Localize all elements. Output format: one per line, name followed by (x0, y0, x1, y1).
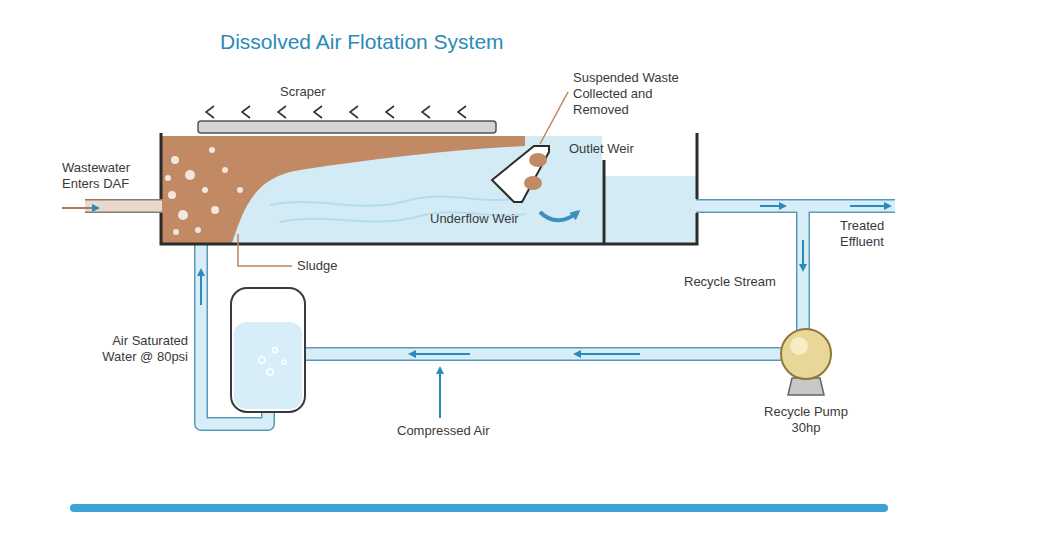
scraper-flight (242, 106, 250, 118)
scraper-flight (206, 106, 214, 118)
callout-label: Scraper (280, 84, 350, 100)
air-bubble (222, 167, 228, 173)
callout-label: Sludge (297, 258, 357, 274)
callout-label: Compressed Air (397, 423, 507, 439)
callout-label: Treated Effluent (840, 218, 910, 250)
scraper-flight (278, 106, 286, 118)
air-bubble (237, 187, 243, 193)
scraper-flight (350, 106, 358, 118)
air-bubble (171, 156, 179, 164)
air-bubble (195, 227, 201, 233)
air-bubble (168, 191, 176, 199)
scraper-flight (422, 106, 430, 118)
callout-label: Underflow Weir (430, 211, 530, 227)
scraper-flight (386, 106, 394, 118)
diagram-title: Dissolved Air Flotation System (220, 29, 504, 55)
air-bubble (178, 210, 188, 220)
air-bubble (211, 206, 219, 214)
callout-label: Wastewater Enters DAF (62, 160, 150, 192)
air-bubble (165, 175, 171, 181)
callout-label: Recycle Pump 30hp (756, 404, 856, 436)
air-bubble (202, 187, 208, 193)
scraper-flight (314, 106, 322, 118)
callout-label: Recycle Stream (684, 274, 784, 290)
callout-label: Suspended Waste Collected and Removed (573, 70, 698, 118)
air-bubble (209, 147, 215, 153)
air-bubble (185, 170, 195, 180)
scraper-flight (458, 106, 466, 118)
callout-label: Air Saturated Water @ 80psi (92, 333, 188, 365)
air-bubble (173, 229, 179, 235)
callout-label: Outlet Weir (569, 141, 649, 157)
